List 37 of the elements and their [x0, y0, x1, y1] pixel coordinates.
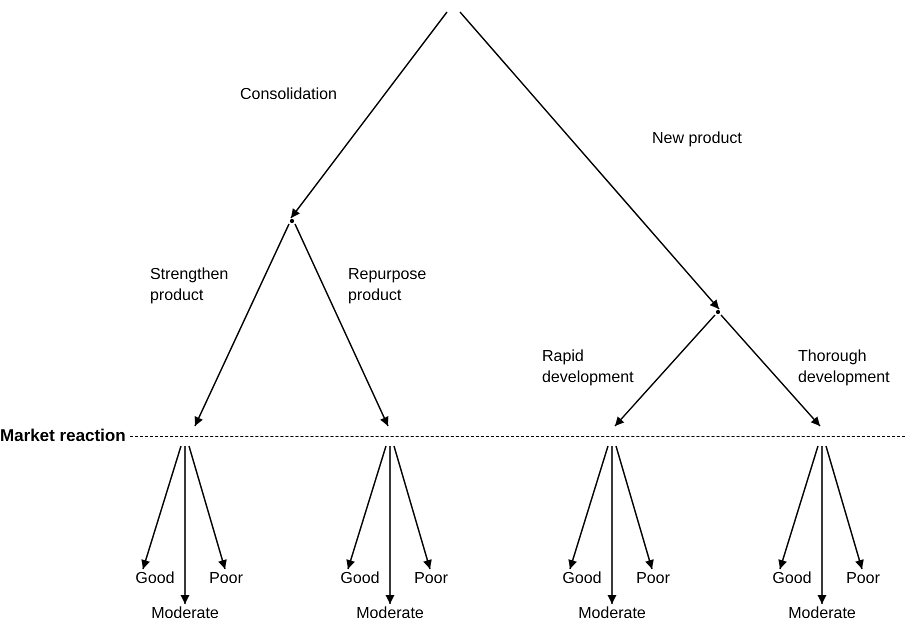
outcome-label: Moderate	[354, 604, 426, 624]
arrow	[608, 446, 616, 604]
arrow	[180, 446, 190, 604]
arrow	[778, 446, 819, 570]
arrow	[459, 12, 720, 310]
stage-label: Market reaction	[0, 425, 126, 448]
outcome-label: Moderate	[149, 604, 221, 624]
outcome-label: Moderate	[576, 604, 648, 624]
arrow	[614, 314, 716, 426]
edge-label: Repurpose product	[348, 265, 428, 306]
arrow	[346, 446, 387, 570]
arrow	[568, 446, 609, 570]
outcome-label: Poor	[634, 569, 672, 589]
arrow	[294, 224, 389, 426]
outcome-label: Good	[772, 569, 812, 589]
edge-label: Rapid development	[542, 347, 635, 388]
arrow	[386, 446, 394, 604]
arrow	[141, 446, 182, 570]
arrow	[818, 446, 826, 604]
outcome-label: Good	[135, 569, 175, 589]
outcome-label: Moderate	[786, 604, 858, 624]
arrow	[393, 446, 432, 570]
arrow	[720, 314, 821, 426]
arrow	[615, 446, 654, 570]
arrow	[290, 12, 448, 218]
arrow	[194, 224, 290, 426]
edge-label: Strengthen product	[150, 265, 230, 306]
outcome-label: Poor	[207, 569, 245, 589]
outcome-label: Poor	[844, 569, 882, 589]
edge-label: Consolidation	[240, 85, 338, 105]
arrow	[825, 446, 864, 570]
arrow	[188, 446, 227, 570]
outcome-label: Good	[562, 569, 602, 589]
edge-label: New product	[652, 129, 743, 149]
outcome-label: Poor	[412, 569, 450, 589]
outcome-label: Good	[340, 569, 380, 589]
edge-label: Thorough development	[798, 347, 891, 388]
